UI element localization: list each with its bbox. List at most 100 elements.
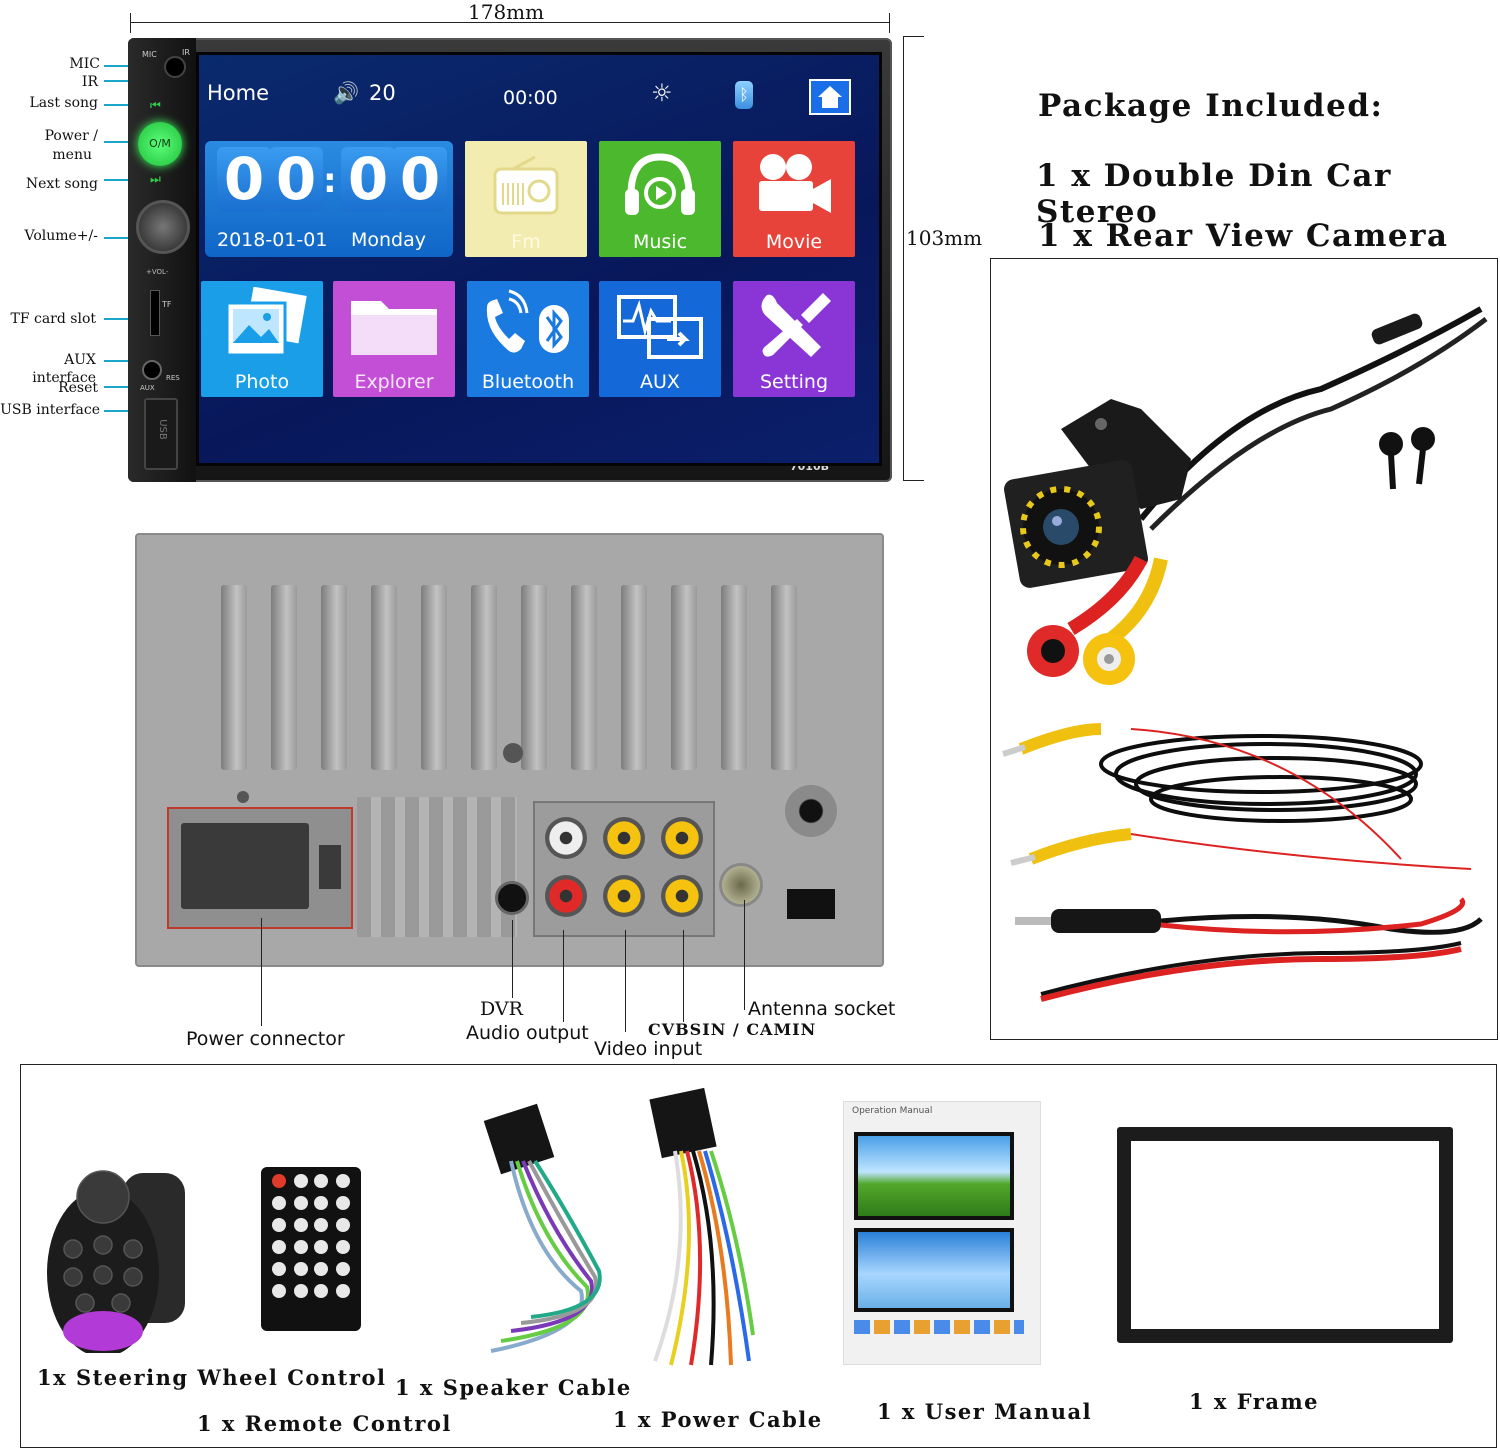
cooling-fin <box>371 585 397 770</box>
power-menu-button[interactable]: O/M <box>138 122 182 166</box>
remote-control-icon <box>261 1167 361 1331</box>
cooling-fin <box>471 585 497 770</box>
tile-music[interactable]: Music <box>599 141 721 257</box>
rear-camera-kit-panel <box>990 258 1498 1040</box>
manual-icon-strip <box>854 1320 1024 1334</box>
user-manual-label: 1 x User Manual <box>877 1399 1093 1424</box>
cooling-fin <box>321 585 347 770</box>
tile-bluetooth-label: Bluetooth <box>481 371 575 393</box>
tile-bluetooth[interactable]: Bluetooth <box>467 281 589 397</box>
mic-mark: MIC <box>142 50 157 59</box>
tile-aux[interactable]: AUX <box>599 281 721 397</box>
manual-cover-title: Operation Manual <box>852 1106 933 1116</box>
cooling-fin <box>671 585 697 770</box>
speaker-cable-icon <box>483 1103 602 1353</box>
clock-date: 2018-01-01 <box>217 229 328 251</box>
usb-leader <box>104 410 150 412</box>
width-dimension-label: 178mm <box>468 0 545 24</box>
rca-white-audio[interactable] <box>545 817 587 859</box>
connector-fuse <box>319 845 341 889</box>
rca-yellow-camin-2[interactable] <box>661 875 703 917</box>
reset-mark: RES <box>166 374 180 382</box>
cooling-fin <box>571 585 597 770</box>
steering-wheel-control-icon <box>47 1170 185 1353</box>
dvr-label: DVR <box>480 998 523 1020</box>
power-connector-callout <box>261 918 262 1026</box>
audio-output-callout <box>563 930 564 1022</box>
video-input-callout <box>625 930 626 1032</box>
touch-screen: Home 🔊 20 00:00 ☼ ᛒ 0 0 : 0 0 2018-01-01… <box>196 52 882 466</box>
antenna-socket[interactable] <box>719 863 763 907</box>
rca-panel <box>533 801 715 937</box>
vol-mark: +VOL- <box>146 268 169 276</box>
ground-slot <box>787 889 835 919</box>
aux-jack[interactable] <box>142 360 162 380</box>
bluetooth-status-icon[interactable]: ᛒ <box>735 81 753 109</box>
tf-card-label: TF card slot <box>10 311 96 327</box>
antenna-callout <box>744 900 745 1010</box>
tile-movie[interactable]: Movie <box>733 141 855 257</box>
status-time: 00:00 <box>503 87 558 109</box>
speaker-icon[interactable]: 🔊 <box>333 81 360 105</box>
rca-yellow-video-1[interactable] <box>603 817 645 859</box>
usb-port[interactable]: USB <box>144 398 178 470</box>
clock-weekday: Monday <box>351 229 427 251</box>
video-input-label: Video input <box>594 1038 703 1060</box>
rca-yellow-video-2[interactable] <box>603 875 645 917</box>
power-connector-socket[interactable] <box>167 807 353 929</box>
tile-setting-label: Setting <box>759 371 829 393</box>
width-dimension-line <box>130 13 890 33</box>
clock-widget[interactable]: 0 0 : 0 0 2018-01-01 Monday <box>205 141 453 257</box>
settings-tools-icon <box>761 293 831 357</box>
bluetooth-phone-icon <box>486 289 569 353</box>
status-bar: Home 🔊 20 00:00 ☼ ᛒ <box>199 55 879 117</box>
tile-photo-label: Photo <box>234 371 290 393</box>
rca-red-audio[interactable] <box>545 875 587 917</box>
last-song-button[interactable]: ⏮ <box>150 98 161 112</box>
home-label[interactable]: Home <box>207 81 270 105</box>
power-leader <box>104 141 144 143</box>
tile-music-label: Music <box>632 231 688 253</box>
tile-explorer-label: Explorer <box>354 371 434 393</box>
next-song-button[interactable]: ⏭ <box>150 172 161 186</box>
power-connector-label: Power connector <box>186 1028 345 1050</box>
cooling-fin <box>621 585 647 770</box>
tile-explorer[interactable]: Explorer <box>333 281 455 397</box>
last-song-label: Last song <box>29 95 99 111</box>
power-label: Power / <box>44 128 98 144</box>
mount-screw-hole <box>785 785 837 837</box>
steering-wheel-control-label: 1x Steering Wheel Control <box>37 1365 387 1390</box>
tile-fm[interactable]: Fm <box>465 141 587 257</box>
volume-label: Volume+/- <box>24 228 99 244</box>
brightness-icon[interactable]: ☼ <box>651 79 673 107</box>
dvr-callout <box>512 920 513 998</box>
volume-knob[interactable] <box>136 200 190 254</box>
photo-icon <box>225 287 307 357</box>
aux-mark: AUX <box>140 384 155 392</box>
tile-photo[interactable]: Photo <box>201 281 323 397</box>
tile-setting[interactable]: Setting <box>733 281 855 397</box>
dvr-jack[interactable] <box>495 881 529 915</box>
ir-sensor <box>164 56 186 78</box>
cvbsin-label: CVBSIN / CAMIN <box>648 1020 817 1039</box>
height-dimension-line <box>903 36 924 481</box>
radio-icon <box>493 155 559 215</box>
clock-minute-digit-2: 0 <box>393 147 447 211</box>
cooling-fin <box>521 585 547 770</box>
power-cable-label: 1 x Power Cable <box>613 1407 823 1432</box>
aux-leader <box>104 360 148 362</box>
height-dimension-label: 103mm <box>906 226 983 250</box>
ir-mark: IR <box>182 48 190 57</box>
clock-hour-digit-1: 0 <box>217 147 271 211</box>
rca-yellow-camin-1[interactable] <box>661 817 703 859</box>
cooling-fin <box>771 585 797 770</box>
home-button-icon[interactable] <box>809 79 851 115</box>
usb-interface-label: USB interface <box>0 402 100 418</box>
tf-card-slot[interactable] <box>150 290 160 336</box>
next-song-label: Next song <box>25 176 98 192</box>
clock-colon: : <box>323 161 337 201</box>
usb-mark: USB <box>156 419 168 440</box>
tf-mark: TF <box>162 300 172 309</box>
movie-camera-icon <box>759 154 831 213</box>
frame-label: 1 x Frame <box>1189 1389 1320 1414</box>
